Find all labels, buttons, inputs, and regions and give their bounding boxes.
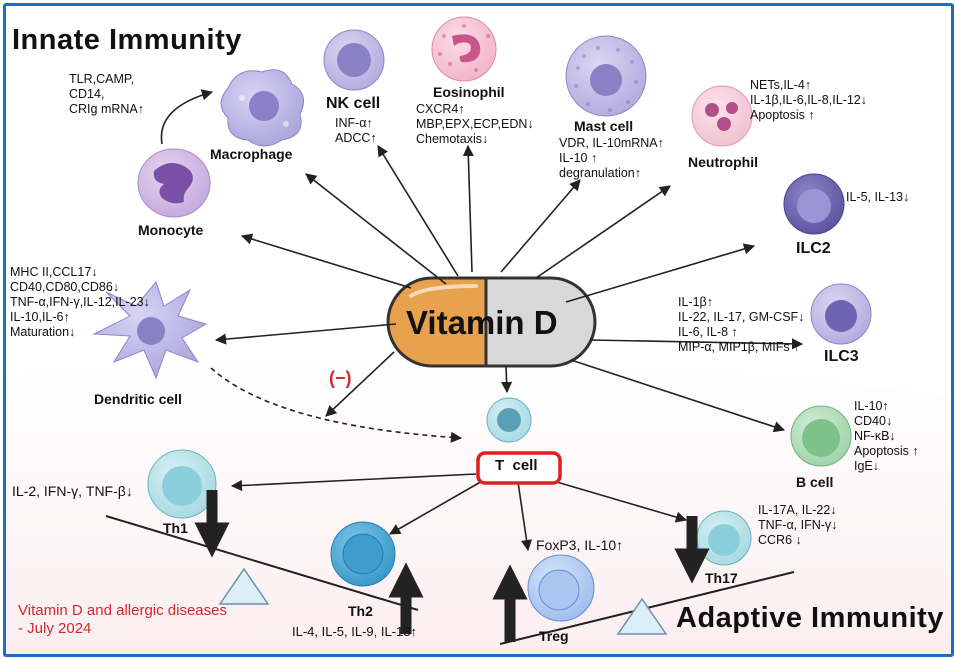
monocyte-cell bbox=[137, 148, 211, 218]
vitamin-d-pill bbox=[386, 276, 597, 368]
adaptive-immunity-title: Adaptive Immunity bbox=[676, 602, 944, 634]
eosinophil-effects: CXCR4↑ MBP,EPX,ECP,EDN↓ Chemotaxis↓ bbox=[416, 102, 534, 146]
treg-effects: FoxP3, IL-10↑ bbox=[536, 537, 624, 553]
th17-effects: IL-17A, IL-22↓ TNF-α, IFN-γ↓ CCR6 ↓ bbox=[758, 503, 838, 547]
inhibition-mark: (−) bbox=[329, 368, 352, 388]
macrophage-effects: TLR,CAMP, CD14, CRIg mRNA↑ bbox=[69, 72, 145, 116]
ilc3-cell bbox=[810, 283, 872, 345]
nk-cell bbox=[323, 29, 385, 91]
treg-cell-shape bbox=[527, 554, 595, 622]
th17-label: Th17 bbox=[705, 570, 738, 586]
ilc3-effects: IL-1β↑ IL-22, IL-17, GM-CSF↓ IL-6, IL-8 … bbox=[678, 295, 805, 354]
neutrophil-effects: NETs,IL-4↑ IL-1β,IL-6,IL-8,IL-12↓ Apopto… bbox=[750, 78, 867, 122]
neutrophil-cell bbox=[691, 85, 753, 147]
vitamin-d-label: Vitamin D bbox=[406, 304, 558, 341]
diagram-canvas bbox=[6, 16, 951, 654]
ilc2-label: ILC2 bbox=[796, 240, 831, 257]
t-cell-label: T cell bbox=[495, 457, 538, 474]
b-cell-shape bbox=[790, 405, 852, 467]
nk-cell-label: NK cell bbox=[326, 95, 381, 112]
eosinophil-cell bbox=[431, 16, 497, 82]
macrophage-cell bbox=[220, 69, 305, 147]
ilc2-effects: IL-5, IL-13↓ bbox=[846, 190, 910, 204]
th17-cell-shape bbox=[696, 510, 752, 566]
th1-label: Th1 bbox=[163, 520, 188, 536]
th2-effects: IL-4, IL-5, IL-9, IL-13↑ bbox=[292, 624, 418, 639]
mast-cell-effects: VDR, IL-10mRNA↑ IL-10 ↑ degranulation↑ bbox=[559, 136, 664, 180]
mast-cell bbox=[565, 35, 647, 117]
th2-cell-shape bbox=[330, 521, 396, 587]
dendritic-cell-label: Dendritic cell bbox=[94, 391, 182, 407]
nk-effects: INF-α↑ ADCC↑ bbox=[335, 116, 377, 145]
macrophage-label: Macrophage bbox=[210, 146, 293, 162]
dendritic-effects: MHC II,CCL17↓ CD40,CD80,CD86↓ TNF-α,IFN-… bbox=[10, 265, 150, 339]
t-cell-shape bbox=[486, 397, 532, 443]
figure-frame: Innate Immunity Adaptive Immunity Vitami… bbox=[3, 3, 954, 657]
b-cell-effects: IL-10↑ CD40↓ NF-κB↓ Apoptosis ↑ IgE↓ bbox=[854, 399, 919, 473]
th1-cell-shape bbox=[147, 449, 217, 519]
th1-effects: IL-2, IFN-γ, TNF-β↓ bbox=[12, 483, 133, 499]
arrows bbox=[160, 89, 804, 552]
neutrophil-label: Neutrophil bbox=[688, 154, 758, 170]
th1-th2-balance-line bbox=[105, 515, 419, 611]
monocyte-label: Monocyte bbox=[138, 222, 204, 238]
footnote: Vitamin D and allergic diseases - July 2… bbox=[18, 602, 227, 637]
left-fulcrum bbox=[218, 567, 270, 605]
th2-label: Th2 bbox=[348, 603, 373, 619]
ilc3-label: ILC3 bbox=[824, 348, 859, 365]
t-cell-box bbox=[476, 451, 562, 485]
treg-label: Treg bbox=[539, 628, 569, 644]
innate-immunity-title: Innate Immunity bbox=[12, 24, 242, 56]
eosinophil-label: Eosinophil bbox=[433, 84, 505, 100]
right-fulcrum bbox=[616, 597, 668, 635]
big-arrows bbox=[194, 490, 710, 642]
b-cell-label: B cell bbox=[796, 474, 834, 490]
dendritic-cell-shape bbox=[92, 280, 208, 380]
ilc2-cell bbox=[783, 173, 845, 235]
mast-cell-label: Mast cell bbox=[574, 118, 634, 134]
